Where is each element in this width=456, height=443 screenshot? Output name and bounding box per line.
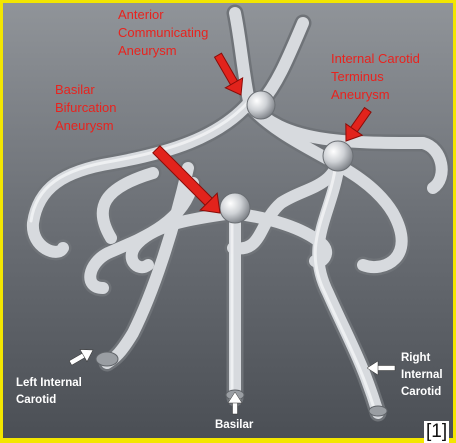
basilar-bifurcation-aneurysm bbox=[220, 193, 250, 223]
internal-carotid-terminus-aneurysm bbox=[323, 141, 353, 171]
citation-marker: [1] bbox=[424, 421, 449, 443]
left-carotid-end bbox=[96, 352, 118, 366]
anterior-communicating-aneurysm bbox=[247, 91, 275, 119]
basilar-label: Basilar bbox=[215, 417, 253, 434]
internal-carotid-terminus-label: Internal Carotid Terminus Aneurysm bbox=[331, 50, 420, 104]
left-internal-carotid-label: Left Internal Carotid bbox=[16, 375, 82, 409]
right-carotid-end bbox=[369, 406, 387, 416]
anterior-communicating-label: Anterior Communicating Aneurysm bbox=[118, 6, 208, 60]
right-internal-carotid-label: Right Internal Carotid bbox=[401, 350, 443, 401]
basilar-bifurcation-label: Basilar Bifurcation Aneurysm bbox=[55, 81, 116, 135]
